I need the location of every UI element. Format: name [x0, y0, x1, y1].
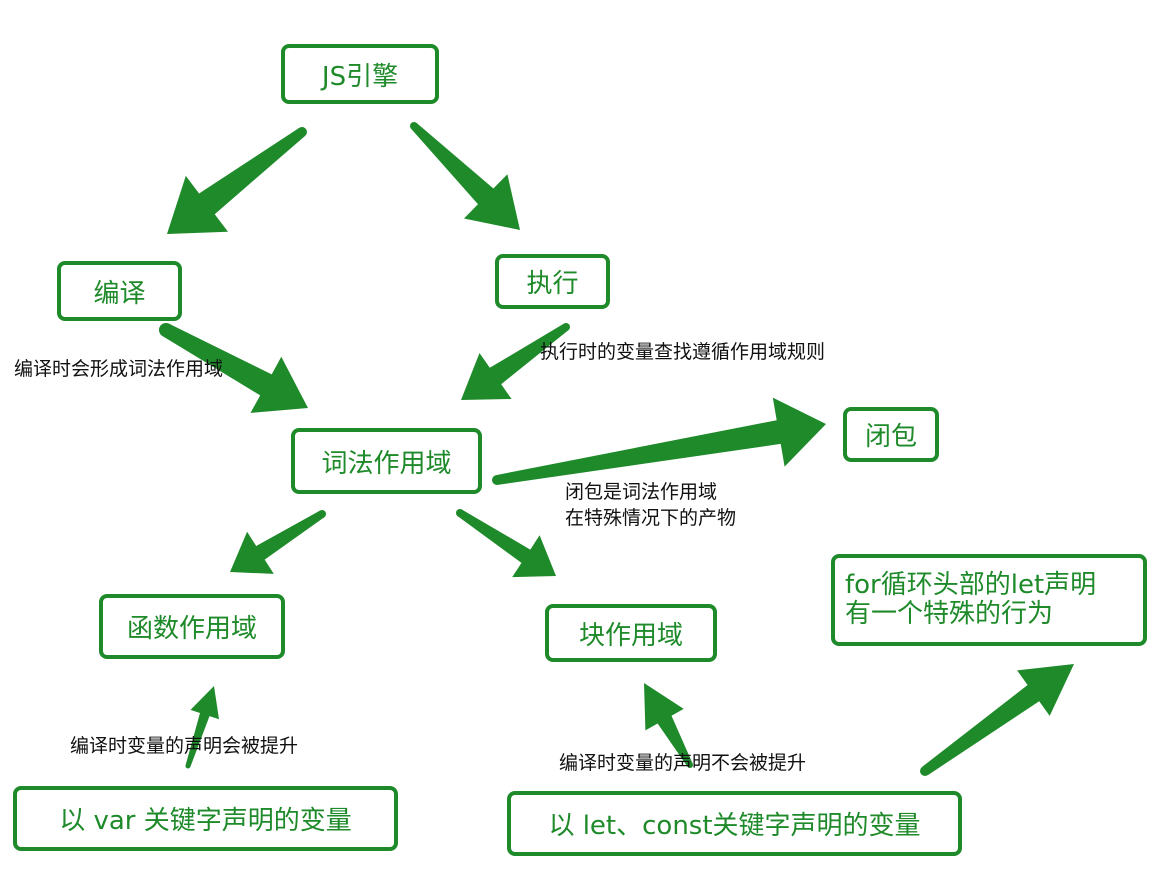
node-for-loop-let-line1: for循环头部的let声明: [845, 569, 1097, 600]
arrow-engine-to-execute-tail-cap: [410, 122, 418, 130]
label-compile-to-lexical: 编译时会形成词法作用域: [14, 358, 224, 380]
arrow-let-to-block: [644, 683, 693, 767]
node-lexical-scope-text: 词法作用域: [321, 448, 452, 479]
label-execute-to-lexical: 执行时的变量查找遵循作用域规则: [540, 341, 826, 363]
node-execute: 执行: [495, 254, 610, 309]
node-js-engine: JS引擎: [281, 44, 439, 104]
node-for-loop-let-line2: 有一个特殊的行为: [845, 599, 1054, 629]
node-for-loop-let: for循环头部的let声明 有一个特殊的行为: [831, 554, 1147, 646]
arrow-let-to-block-tail-cap: [687, 762, 693, 768]
label-var-hoisted: 编译时变量的声明会被提升: [70, 735, 299, 757]
label-closure-note-line2: 在特殊情况下的产物: [565, 506, 737, 529]
node-block-scope-text: 块作用域: [578, 620, 683, 651]
arrow-lexical-to-closure-tail-cap: [492, 475, 502, 485]
node-closure-text: 闭包: [864, 422, 917, 452]
arrow-lexical-to-closure: [496, 397, 826, 485]
arrow-engine-to-execute: [411, 123, 520, 230]
label-let-not-hoisted: 编译时变量的声明不会被提升: [559, 752, 807, 774]
node-function-scope: 函数作用域: [99, 594, 285, 659]
arrow-lexical-to-block: [457, 509, 556, 578]
node-execute-text: 执行: [526, 269, 579, 299]
node-function-scope-text: 函数作用域: [126, 614, 257, 644]
arrow-execute-to-lexical: [461, 323, 569, 400]
node-let-const-declaration-text: 以 let、const关键字声明的变量: [548, 811, 921, 841]
node-let-const-declaration: 以 let、const关键字声明的变量: [507, 791, 962, 856]
arrow-lexical-to-function-tail-cap: [318, 510, 326, 518]
arrow-var-to-function: [185, 686, 219, 767]
node-block-scope: 块作用域: [545, 604, 717, 662]
arrow-engine-to-compile: [167, 128, 305, 234]
arrow-var-to-function-tail-cap: [185, 763, 191, 769]
node-compile: 编译: [57, 261, 182, 321]
arrow-lexical-to-function: [230, 510, 325, 574]
arrow-let-to-for-tail-cap: [920, 766, 930, 776]
node-var-declaration-text: 以 var 关键字声明的变量: [59, 806, 352, 836]
label-closure-note: 闭包是词法作用域 在特殊情况下的产物: [565, 480, 736, 531]
arrow-compile-to-lexical-tail-cap: [159, 323, 173, 337]
arrow-execute-to-lexical-tail-cap: [562, 323, 570, 331]
arrow-lexical-to-block-tail-cap: [456, 509, 464, 517]
node-lexical-scope: 词法作用域: [291, 428, 482, 494]
arrow-let-to-for: [922, 664, 1074, 776]
node-js-engine-text: JS引擎: [321, 61, 399, 92]
arrow-compile-to-lexical: [162, 323, 308, 413]
arrow-engine-to-compile-tail-cap: [297, 127, 307, 137]
node-closure: 闭包: [843, 407, 939, 462]
node-var-declaration: 以 var 关键字声明的变量: [13, 786, 398, 851]
node-compile-text: 编译: [93, 278, 146, 309]
label-closure-note-line1: 闭包是词法作用域: [565, 481, 718, 503]
